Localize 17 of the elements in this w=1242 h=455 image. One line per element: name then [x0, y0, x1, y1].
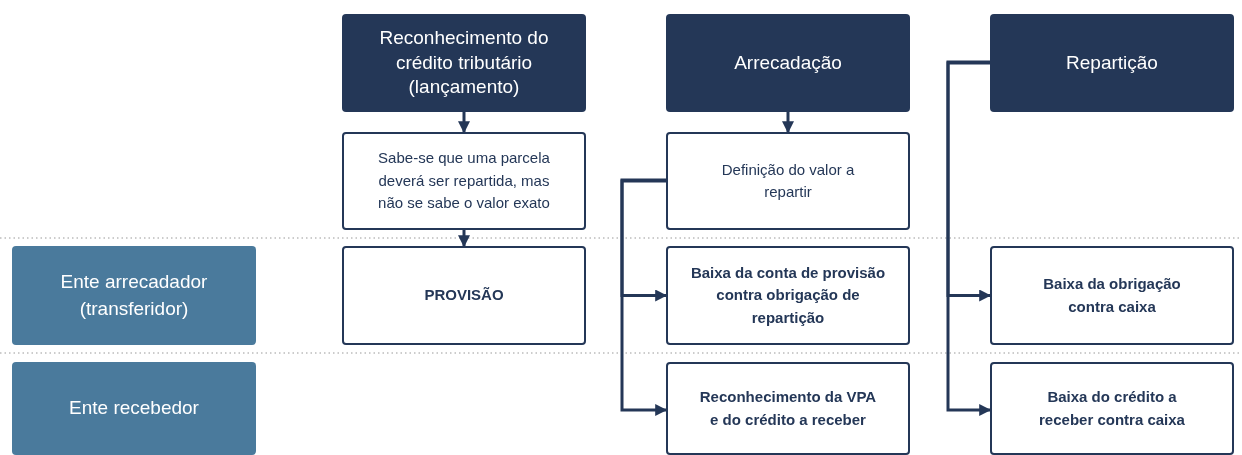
arrow — [782, 112, 794, 134]
accounting-entry-box: Reconhecimento da VPA e do crédito a receber — [666, 362, 910, 455]
stage-header: Reconhecimento do crédito tributário (lançamento) — [342, 14, 586, 112]
note-box: Definição do valor a repartir — [666, 132, 910, 230]
accounting-entry-box: Baixa da conta de provisão contra obrigação de repartição — [666, 246, 910, 345]
stage-header: Repartição — [990, 14, 1234, 112]
arrow — [620, 178, 668, 416]
accounting-entry-box: Baixa da obrigação contra caixa — [990, 246, 1234, 345]
arrow — [946, 60, 992, 416]
accounting-entry-box: Baixa do crédito a receber contra caixa — [990, 362, 1234, 455]
entity-label-box: Ente arrecadador (transferidor) — [12, 246, 256, 345]
arrow — [458, 230, 470, 248]
note-box: Sabe-se que uma parcela deverá ser repartida, mas não se sabe o valor exato — [342, 132, 586, 230]
stage-header: Arrecadação — [666, 14, 910, 112]
arrow — [458, 112, 470, 134]
entity-label-box: Ente recebedor — [12, 362, 256, 455]
accounting-entry-box: PROVISÃO — [342, 246, 586, 345]
